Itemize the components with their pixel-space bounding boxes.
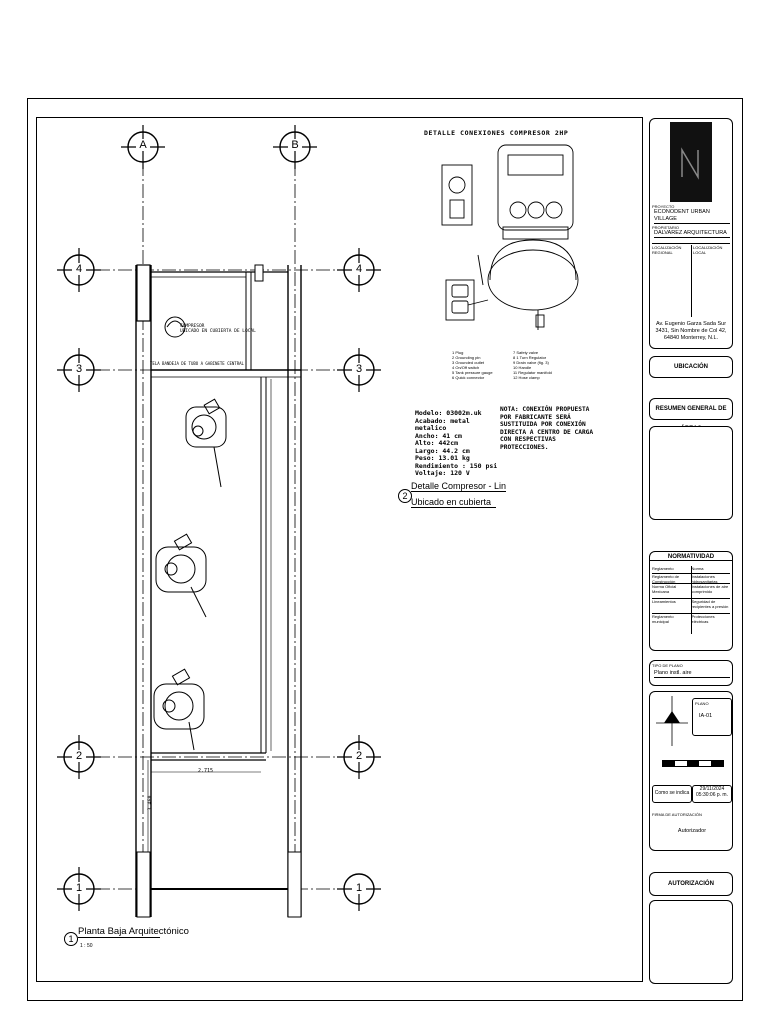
legend-item: 12 Hose clamp <box>513 375 540 380</box>
plan-title: Planta Baja Arquitectónico <box>78 926 189 938</box>
time-value: 05:30:06 p. m. <box>696 792 728 798</box>
table-cell: Seguridad de recipientes a presión <box>691 599 729 609</box>
grid-label-3-left: 3 <box>72 363 86 375</box>
project-label: PROYECTO <box>652 204 675 209</box>
plan-title-number: 1 <box>64 932 78 946</box>
logo-mark-icon <box>681 147 699 180</box>
spec-line: Largo: 44.2 cm <box>415 446 470 455</box>
north-arrow-icon <box>656 696 688 746</box>
legend-item: 4 On/Off switch <box>452 365 480 370</box>
legend-item: 2 Grounding pin <box>452 355 481 360</box>
table-cell: Reglamento <box>652 566 692 573</box>
detail-legend: 1 Plug 7 Safety valve 2 Grounding pin 8 … <box>452 350 572 380</box>
resumen-content <box>649 426 733 520</box>
connection-note: NOTA: CONEXIÓN PROPUESTA POR FABRICANTE … <box>500 406 594 451</box>
plano-number: IA-01 <box>699 713 713 719</box>
plano-number-label: PLANO <box>695 701 709 706</box>
table-row: Reglamento de Construcción Instalaciones… <box>652 574 730 584</box>
title-block-project: PROYECTO ECONODENT URBAN VILLAGE PROPIET… <box>649 118 733 349</box>
table-cell: Instalaciones hidrosanitarias <box>691 574 718 584</box>
floor-plan-drawing <box>57 125 381 918</box>
plano-info-section: PLANO IA-01 Como se indica 29/11/2024 05… <box>649 691 733 851</box>
table-cell: Protecciones eléctricas <box>691 614 715 624</box>
compressor-detail-illustration <box>441 144 579 330</box>
table-row: Reglamento Norma <box>652 566 730 574</box>
date-box: 29/11/2024 05:30:06 p. m. <box>692 785 732 803</box>
drawing-frame <box>36 117 643 982</box>
address: Av. Eugenio Garza Sada Sur 3431, Sin Nom… <box>655 321 727 341</box>
grid-label-4-right: 4 <box>352 263 366 275</box>
plano-type-label: TIPO DE PLANO <box>652 663 683 668</box>
legend-item: 10 Handle <box>513 365 532 370</box>
grid-label-2-left: 2 <box>72 750 86 762</box>
spec-line: Peso: 13.01 kg <box>415 454 470 462</box>
logo <box>670 122 712 202</box>
dimension-1: 2.715 <box>198 768 214 774</box>
normatividad-title: NORMATIVIDAD <box>650 554 732 561</box>
table-row: Reglamento municipal Protecciones eléctr… <box>652 614 730 634</box>
detail-header: DETALLE CONEXIONES COMPRESOR 2HP <box>424 129 569 137</box>
normatividad-table: Reglamento Norma Reglamento de Construcc… <box>652 566 730 634</box>
spec-line: Voltaje: 120 V <box>415 469 470 477</box>
resumen-section: RESUMEN GENERAL DE ÁREAS <box>649 398 733 432</box>
table-cell: Norma <box>691 566 704 571</box>
plano-type-value: Plano instl. aire <box>654 670 730 678</box>
dimension-2: 3.460 <box>147 795 154 811</box>
spec-line: Acabado: metal metalico <box>415 416 470 432</box>
table-cell: Instalaciones de aire comprimido <box>691 584 729 594</box>
legend-item: 6 Quick connector <box>452 375 485 380</box>
legend-item: 11 Regulator manifold <box>513 370 552 375</box>
date-value: 29/11/2024 <box>699 786 725 792</box>
location-maps: LOCALIZACIÓN REGIONAL LOCALIZACIÓN LOCAL <box>652 243 730 318</box>
grid-label-1-left: 1 <box>72 882 86 894</box>
room-label-name: COMPRESOR <box>180 324 205 329</box>
spec-line: Ancho: 41 cm <box>415 431 462 440</box>
table-row: Lineamientos Seguridad de recipientes a … <box>652 599 730 614</box>
grid-label-b: B <box>288 139 302 151</box>
wall-note: TELA BANDEJA DE TUBO A GABINETE CENTRAL <box>150 361 244 366</box>
plano-type-section: TIPO DE PLANO Plano instl. aire <box>649 660 733 686</box>
table-cell: Lineamientos <box>652 599 692 613</box>
ubicacion-section: UBICACIÓN <box>649 356 733 378</box>
scale-value: Como se indica <box>652 785 692 803</box>
graphic-scale-bar <box>662 760 724 767</box>
grid-label-1-right: 1 <box>352 882 366 894</box>
table-cell: Norma Oficial Mexicana <box>652 584 692 598</box>
grid-label-3-right: 3 <box>352 363 366 375</box>
table-cell: Reglamento municipal <box>652 614 692 634</box>
plan-scale: 1 : 50 <box>80 943 93 949</box>
compressor-specs: Modelo: 03002m.uk Acabado: metal metalic… <box>415 409 500 478</box>
sheet-border <box>27 98 743 1001</box>
legend-item: 5 Tank pressure gauge <box>452 370 493 375</box>
detail-title: Detalle Compresor - Linea de Aire <box>411 481 506 492</box>
grid-label-4-left: 4 <box>72 263 86 275</box>
plano-number-box: PLANO IA-01 <box>692 698 732 736</box>
spec-line: Modelo: 03002m.uk <box>415 409 482 417</box>
legend-item: 8 1 Turn Regulator <box>513 355 547 360</box>
regional-location-label: LOCALIZACIÓN REGIONAL <box>652 245 692 317</box>
owner-label: PROPIETARIO <box>652 225 680 230</box>
legend-item: 1 Plug <box>452 350 464 355</box>
grid-label-a: A <box>136 139 150 151</box>
legend-item: 9 Drain valve (fig. 3) <box>513 360 549 365</box>
grid-label-2-right: 2 <box>352 750 366 762</box>
table-row: Norma Oficial Mexicana Instalaciones de … <box>652 584 730 599</box>
legend-item: 3 Grounded outlet <box>452 360 485 365</box>
autorizacion-section: AUTORIZACIÓN <box>649 872 733 896</box>
owner-name: DALVAREZ ARQUITECTURA <box>654 230 730 238</box>
room-label: COMPRESOR UBICADO EN CUBIERTA DE LOCAL <box>180 324 260 334</box>
authorizer-name: Autorizador <box>677 828 707 834</box>
legend-item: 7 Safety valve <box>513 350 539 355</box>
local-location-label: LOCALIZACIÓN LOCAL <box>693 245 723 255</box>
normatividad-section: NORMATIVIDAD Reglamento Norma Reglamento… <box>649 551 733 651</box>
authorizer-label: FIRMA DE AUTORIZACIÓN <box>652 812 702 817</box>
spec-line: Alto: 442cm <box>415 439 459 447</box>
detail-title-number: 2 <box>398 489 412 503</box>
table-cell: Reglamento de Construcción <box>652 574 692 584</box>
autorizacion-content <box>649 900 733 984</box>
room-label-location: UBICADO EN CUBIERTA DE LOCAL <box>180 329 256 334</box>
project-name: ECONODENT URBAN VILLAGE <box>654 209 730 224</box>
spec-line: Rendimiento : 150 psi <box>415 461 498 470</box>
detail-subtitle: Ubicado en cubierta <box>411 497 496 508</box>
